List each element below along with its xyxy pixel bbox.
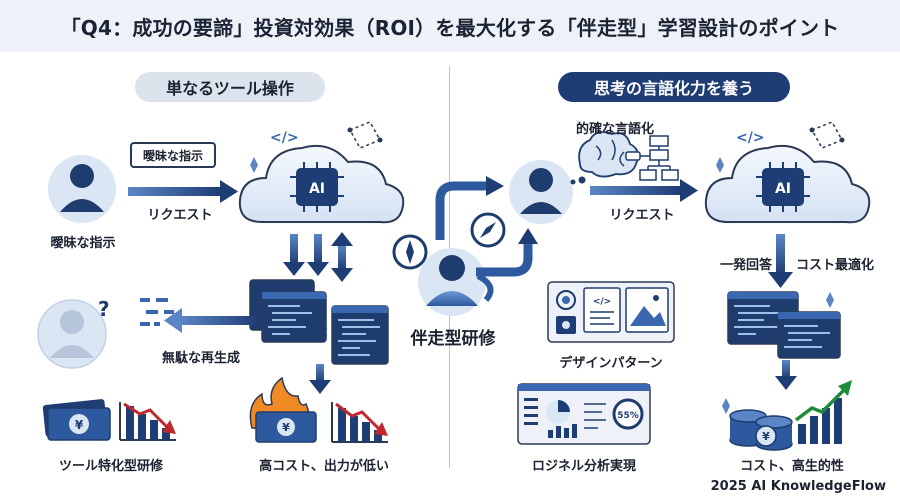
right-result-arrow [775, 360, 797, 390]
one-shot-answer-label: 一発回答 [719, 258, 772, 273]
cost-declining-chart-icon [331, 402, 388, 443]
left-ai-chip-label: AI [309, 181, 325, 197]
design-pattern-card: </> [547, 281, 675, 343]
rising-chart-icon [794, 380, 852, 444]
right-ai-chip-label: AI [775, 181, 791, 197]
left-ai-cloud-icon: AI </> [238, 121, 405, 224]
right-request-label: リクエスト [609, 208, 675, 223]
right-code-windows [727, 291, 841, 359]
growth-arrows [435, 176, 538, 302]
design-pattern-label: デザインパターン [559, 356, 663, 371]
question-mark-icon: ? [98, 297, 110, 321]
svg-text:<: < [318, 325, 328, 339]
svg-text:¥: ¥ [282, 421, 290, 434]
footer-credit: 2025 AI KnowledgeFlow [710, 479, 886, 494]
left-section-heading: 単なるツール操作 [135, 72, 325, 102]
svg-text:</>: </> [736, 130, 765, 146]
svg-text:</>: </> [593, 297, 611, 307]
analysis-dashboard-icon: 55% [517, 383, 651, 445]
regenerate-arrow [140, 298, 258, 333]
svg-text:</>: </> [270, 130, 299, 146]
left-cost-arrow [309, 364, 331, 394]
right-request-arrow [590, 179, 698, 202]
svg-text:¥: ¥ [762, 430, 770, 443]
money-stack-icon: ¥ [42, 399, 111, 441]
result-label: コスト、高生的性 [740, 459, 844, 474]
mentor-user-icon [418, 248, 486, 316]
high-cost-label: 高コスト、出力が低い [259, 459, 389, 474]
regenerate-label: 無駄な再生成 [161, 351, 240, 366]
compass-icon [392, 234, 428, 270]
precise-verbalization-label: 的確な言語化 [575, 122, 654, 137]
compass-icon-2 [470, 212, 506, 248]
right-down-arrow [768, 234, 793, 288]
left-down-arrows [283, 232, 353, 282]
confused-user-icon: ? [37, 297, 110, 369]
left-user-icon [48, 155, 116, 223]
right-section-heading: 思考の言語化力を養う [558, 72, 790, 102]
right-ai-cloud-icon: AI </> [704, 121, 871, 224]
title-bar: 「Q4：成功の要諦」投資対効果（ROI）を最大化する「伴走型」学習設計のポイント [0, 0, 900, 52]
vague-instruction-label: 曖昧な指示 [50, 236, 116, 251]
left-request-label: リクエスト [147, 208, 213, 223]
left-code-windows: < [249, 279, 389, 365]
svg-text:¥: ¥ [75, 418, 84, 432]
left-declining-chart-icon [119, 402, 176, 441]
tool-training-label: ツール特化型研修 [58, 459, 163, 474]
coin-stack-icon: ¥ [722, 398, 793, 451]
right-user-icon [509, 160, 586, 224]
logic-analysis-label: ロジネル分析実現 [531, 459, 636, 474]
flowchart-icon [625, 135, 679, 181]
dashboard-percent: 55% [617, 411, 639, 421]
cost-optimization-label: コスト最適化 [795, 258, 874, 273]
accompany-training-label: 伴走型研修 [410, 329, 496, 349]
left-request-arrow [128, 180, 238, 203]
page-title: 「Q4：成功の要諦」投資対効果（ROI）を最大化する「伴走型」学習設計のポイント [60, 15, 840, 40]
vague-instruction-bubble: 曖昧な指示 [130, 142, 216, 168]
burning-money-icon: ¥ [249, 376, 317, 443]
